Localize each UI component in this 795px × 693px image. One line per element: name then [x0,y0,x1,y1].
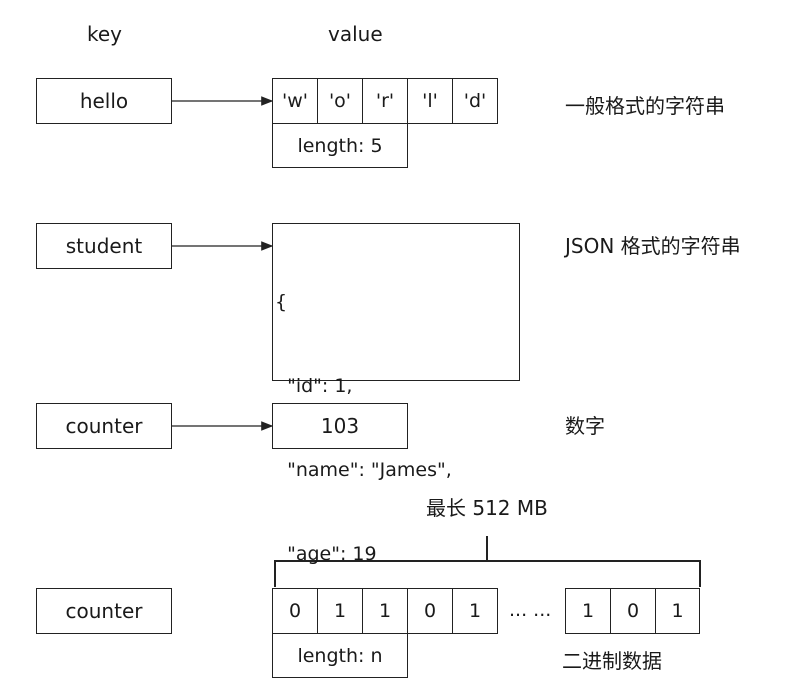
json-line: "age": 19 [275,543,377,565]
value-header: value [328,22,383,46]
char-cell: 'w' [272,78,318,124]
key-box-counter-binary: counter [36,588,172,634]
size-limit-label: 最长 512 MB [426,496,548,520]
length-box: length: 5 [272,123,408,168]
char-cell: 'r' [362,78,408,124]
bit-cell: 1 [452,588,498,634]
json-line: "name": "James", [275,459,452,481]
note-binary: 二进制数据 [562,649,662,673]
bit-cell: 1 [565,588,611,634]
key-box-hello: hello [36,78,172,124]
length-box-binary: length: n [272,633,408,678]
char-cell: 'l' [407,78,453,124]
note-number: 数字 [565,414,605,438]
bit-cell: 0 [407,588,453,634]
bit-ellipsis: ... ... [509,599,552,621]
json-value-box: { "id": 1, "name": "James", "age": 19 } [272,223,520,649]
json-line: "id": 1, [275,375,353,397]
key-header: key [87,22,123,46]
bit-cell: 0 [610,588,656,634]
char-cell: 'd' [452,78,498,124]
char-cell: 'o' [317,78,363,124]
note-json: JSON 格式的字符串 [565,234,741,258]
json-line: { [275,291,288,313]
number-value-box: 103 [272,403,408,449]
bit-cell: 1 [655,588,700,634]
key-box-counter: counter [36,403,172,449]
bit-cell: 1 [362,588,408,634]
bit-cell: 0 [272,588,318,634]
bit-cell: 1 [317,588,363,634]
key-box-student: student [36,223,172,269]
note-string: 一般格式的字符串 [565,94,725,118]
